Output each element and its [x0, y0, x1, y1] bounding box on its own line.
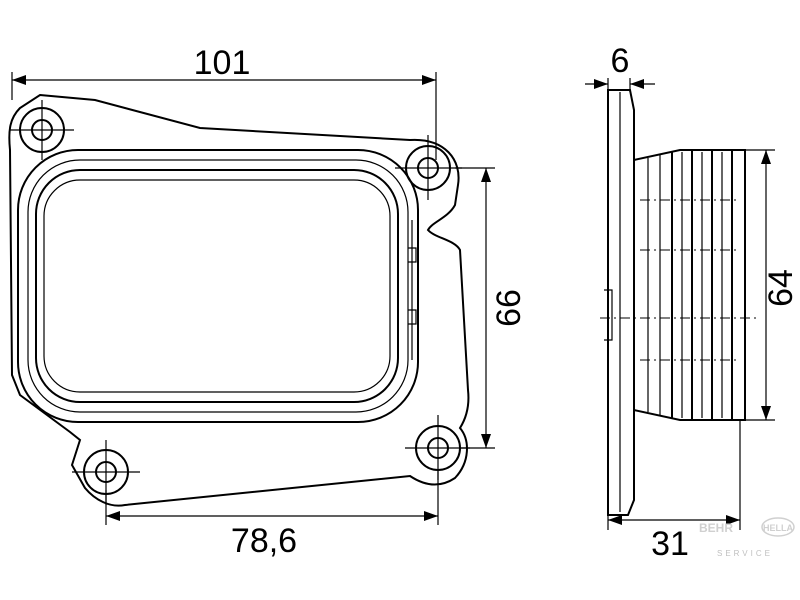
- dimension-101: 101: [11, 44, 437, 160]
- dimension-66-label: 66: [490, 289, 528, 327]
- front-view: 101 66 78,6: [8, 44, 528, 560]
- dimension-101-label: 101: [194, 44, 251, 82]
- dimension-66: 66: [455, 167, 528, 449]
- behr-hella-logo: BEHR HELLA SERVICE: [699, 517, 795, 558]
- dimension-78-6: 78,6: [105, 470, 439, 560]
- gasket-mid: [27, 159, 409, 413]
- port-opening: [43, 179, 391, 393]
- logo-brand-right: HELLA: [763, 523, 793, 533]
- gasket-detail: [411, 220, 419, 360]
- side-ribs: [647, 150, 733, 420]
- gasket-outer: [17, 149, 419, 423]
- dimension-64-label: 64: [762, 269, 800, 307]
- dimension-6-label: 6: [611, 42, 630, 80]
- mounting-hole-top-right: [395, 135, 462, 200]
- dimension-6: 6: [585, 42, 655, 92]
- side-view: 6 64 31: [585, 42, 800, 563]
- logo-subtitle: SERVICE: [717, 549, 773, 558]
- logo-brand-left: BEHR: [699, 521, 733, 535]
- mounting-hole-top-left: [10, 100, 74, 160]
- side-boss: [633, 149, 746, 421]
- flange-outline: [8, 93, 470, 507]
- dimension-31: 31: [607, 420, 741, 563]
- dimension-64: 64: [745, 149, 800, 421]
- dimension-78-6-label: 78,6: [231, 522, 297, 560]
- gasket-inner: [35, 169, 399, 403]
- gasket-tab: [408, 247, 417, 325]
- dimension-31-label: 31: [651, 525, 689, 563]
